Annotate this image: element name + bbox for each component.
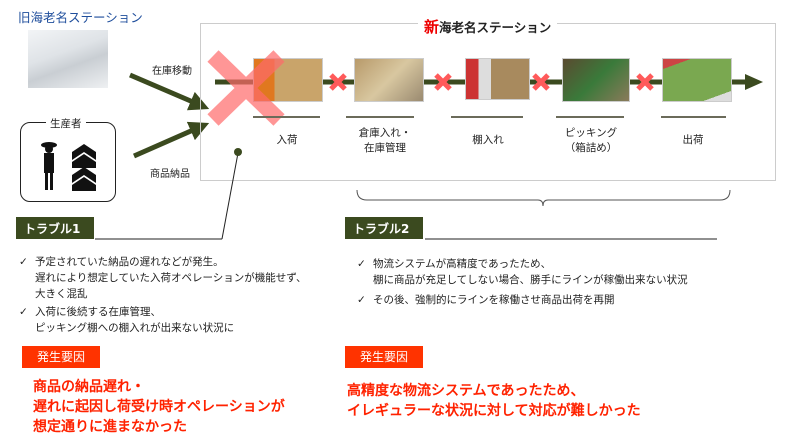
step-underline xyxy=(253,116,320,118)
photo-shipping xyxy=(662,58,732,102)
old-station-photo xyxy=(28,30,108,88)
step-storage: 倉庫入れ・ 在庫管理 xyxy=(358,127,412,154)
cross-icon xyxy=(434,73,452,91)
callout-dot xyxy=(234,148,242,156)
trouble2-cause-label: 発生要因 xyxy=(345,346,423,368)
brace xyxy=(356,189,731,207)
big-cross-icon xyxy=(207,50,285,126)
trouble1-cause: 商品の納品遅れ・ 遅れに起因し荷受け時オペレーションが 想定通りに進まなかった xyxy=(33,379,285,435)
flow-arrowhead xyxy=(745,74,763,90)
step-shelving: 棚入れ xyxy=(472,134,504,146)
trouble2-cause: 高精度な物流システムであったため、 イレギュラーな状況に対して対応が難しかった xyxy=(347,383,641,419)
step-underline xyxy=(661,116,726,118)
trouble1-label: トラブル1 xyxy=(16,217,94,239)
step-shipping: 出荷 xyxy=(682,134,704,146)
trouble1-bullet-1: ✓予定されていた納品の遅れなどが発生。 遅れにより想定していた入荷オペレーション… xyxy=(19,256,307,300)
step-underline xyxy=(346,116,414,118)
old-station-title: 旧海老名ステーション xyxy=(18,10,143,25)
trouble2-bullet-1: ✓物流システムが高精度であったため、 棚に商品が充足してしない場合、勝手にライン… xyxy=(357,258,688,286)
cross-icon xyxy=(532,73,550,91)
photo-shelving xyxy=(465,58,530,100)
stock-move-label: 在庫移動 xyxy=(152,66,192,77)
new-station-title-rest: 海老名ステーション xyxy=(439,20,552,35)
trouble1-bullet-2: ✓入荷に後続する在庫管理、 ピッキング棚への棚入れが出来ない状況に xyxy=(19,306,235,334)
producer-label: 生産者 xyxy=(46,116,86,131)
step-underline xyxy=(556,116,624,118)
cross-icon xyxy=(636,73,654,91)
step-receiving: 入荷 xyxy=(276,134,298,146)
step-picking: ピッキング （箱詰め） xyxy=(564,127,618,154)
delivery-label: 商品納品 xyxy=(150,169,190,180)
trouble2-label: トラブル2 xyxy=(345,217,423,239)
photo-storage xyxy=(354,58,424,102)
trouble1-cause-label: 発生要因 xyxy=(22,346,100,368)
stock-move-arrow xyxy=(129,72,210,111)
farmer-icon xyxy=(41,142,96,191)
new-station-title: 新海老名ステーション xyxy=(418,16,558,37)
delivery-arrow xyxy=(132,121,210,159)
cross-icon xyxy=(329,73,347,91)
photo-picking xyxy=(562,58,630,102)
step-underline xyxy=(451,116,523,118)
trouble2-bullet-2: ✓その後、強制的にラインを稼働させ商品出荷を再開 xyxy=(357,294,615,306)
new-station-title-prefix: 新 xyxy=(424,18,440,36)
